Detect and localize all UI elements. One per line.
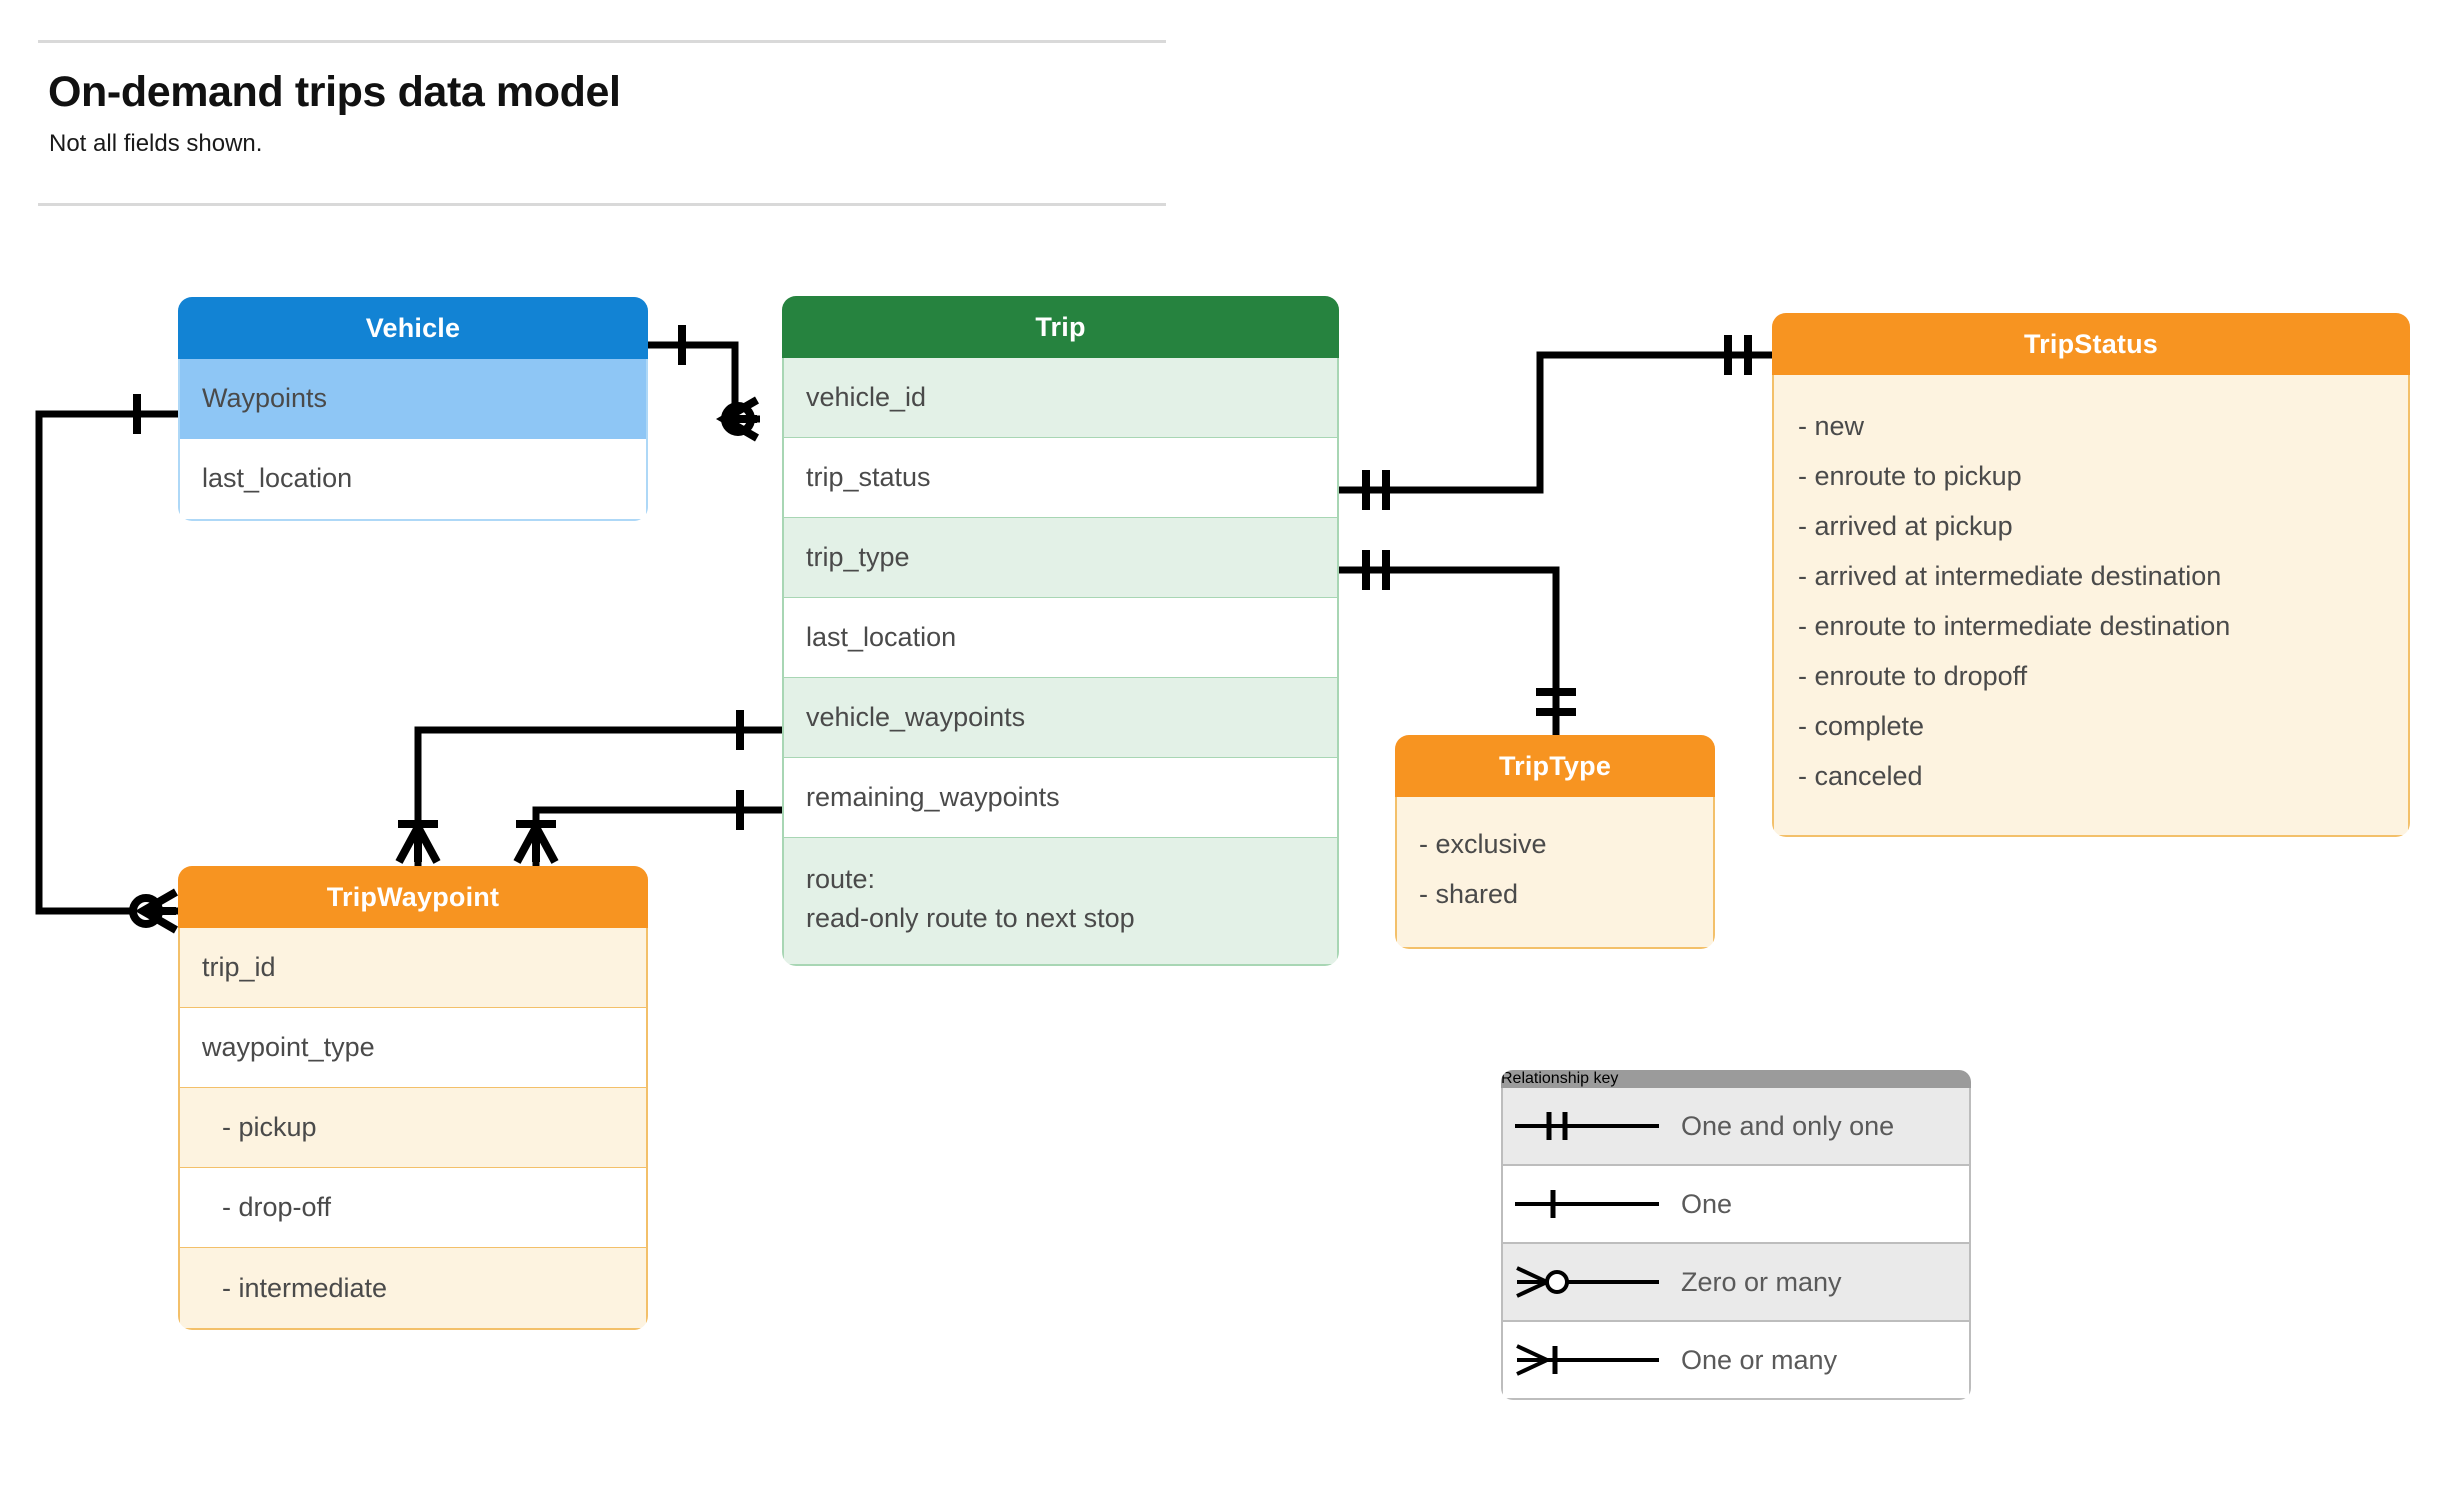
entity-trip-type-title: TripType xyxy=(1395,735,1715,797)
entity-vehicle-title: Vehicle xyxy=(178,297,648,359)
field-tripwaypoint-pickup: - pickup xyxy=(180,1088,646,1168)
entity-trip-type-values: - exclusive - shared xyxy=(1395,797,1715,949)
entity-trip-status-values: - new - enroute to pickup - arrived at p… xyxy=(1772,375,2410,837)
connector-remaining-waypoints-to-tripwaypoint xyxy=(532,806,782,866)
entity-trip-fields: vehicle_id trip_status trip_type last_lo… xyxy=(782,358,1339,967)
trip-status-value: - canceled xyxy=(1798,761,1923,791)
field-tripwaypoint-intermediate: - intermediate xyxy=(180,1248,646,1328)
trip-status-value: - enroute to dropoff xyxy=(1798,661,2028,691)
legend-label: One xyxy=(1681,1188,1733,1219)
legend-label: One and only one xyxy=(1681,1110,1895,1141)
legend-rows: One and only one One xyxy=(1501,1088,1971,1400)
one-or-many-icon xyxy=(1503,1340,1681,1380)
connector-vehicle-to-trip xyxy=(648,341,760,423)
connector-vehicle-waypoints-left-to-tripwaypoint xyxy=(35,410,178,915)
page-title: On-demand trips data model xyxy=(48,68,621,116)
trip-status-value: - arrived at intermediate destination xyxy=(1798,561,2222,591)
field-trip-vehicle-id[interactable]: vehicle_id xyxy=(784,358,1337,438)
legend-row-one: One xyxy=(1503,1166,1969,1244)
header-divider-top xyxy=(38,40,1166,43)
legend-row-one-or-many: One or many xyxy=(1503,1322,1969,1398)
connector-trip-status-to-tripstatus xyxy=(1339,351,1772,494)
trip-status-value: - arrived at pickup xyxy=(1798,511,2013,541)
field-trip-route-line1: route: xyxy=(806,864,876,894)
field-trip-route-line2: read-only route to next stop xyxy=(806,903,1135,934)
connector-trip-type-to-triptype xyxy=(1339,566,1560,735)
entity-trip-status-title: TripStatus xyxy=(1772,313,2410,375)
entity-trip-type[interactable]: TripType - exclusive - shared xyxy=(1395,735,1715,949)
field-trip-route[interactable]: route: read-only route to next stop xyxy=(784,838,1337,965)
trip-type-value: - exclusive xyxy=(1419,829,1547,859)
legend-label: Zero or many xyxy=(1681,1266,1842,1297)
connector-vehicle-waypoints-to-tripwaypoint xyxy=(414,726,782,866)
field-trip-last-location[interactable]: last_location xyxy=(784,598,1337,678)
entity-trip-waypoint[interactable]: TripWaypoint trip_id waypoint_type - pic… xyxy=(178,866,648,1330)
field-trip-trip-type[interactable]: trip_type xyxy=(784,518,1337,598)
field-tripwaypoint-drop-off: - drop-off xyxy=(180,1168,646,1248)
field-trip-vehicle-waypoints[interactable]: vehicle_waypoints xyxy=(784,678,1337,758)
relationship-key-legend: Relationship key One and only one xyxy=(1501,1070,1971,1400)
entity-trip-title: Trip xyxy=(782,296,1339,358)
field-trip-remaining-waypoints[interactable]: remaining_waypoints xyxy=(784,758,1337,838)
trip-type-value: - shared xyxy=(1419,879,1519,909)
header-divider-bottom xyxy=(38,203,1166,206)
field-tripwaypoint-waypoint-type[interactable]: waypoint_type xyxy=(180,1008,646,1088)
page-subtitle: Not all fields shown. xyxy=(49,130,263,157)
entity-trip[interactable]: Trip vehicle_id trip_status trip_type la… xyxy=(782,296,1339,967)
entity-trip-waypoint-title: TripWaypoint xyxy=(178,866,648,928)
zero-or-many-icon xyxy=(1503,1262,1681,1302)
trip-status-value: - enroute to intermediate destination xyxy=(1798,611,2231,641)
entity-trip-waypoint-fields: trip_id waypoint_type - pickup - drop-of… xyxy=(178,928,648,1330)
legend-row-one-and-only-one: One and only one xyxy=(1503,1088,1969,1166)
one-and-only-one-icon xyxy=(1503,1106,1681,1146)
cardinality-many xyxy=(513,818,559,864)
trip-status-value: - new xyxy=(1798,411,1865,441)
legend-title: Relationship key xyxy=(1501,1070,1971,1088)
entity-trip-status[interactable]: TripStatus - new - enroute to pickup - a… xyxy=(1772,313,2410,837)
one-icon xyxy=(1503,1184,1681,1224)
field-vehicle-last-location[interactable]: last_location xyxy=(202,463,353,493)
trip-status-value: - enroute to pickup xyxy=(1798,461,2022,491)
trip-status-value: - complete xyxy=(1798,711,1925,741)
cardinality-many xyxy=(134,888,178,934)
field-trip-trip-status[interactable]: trip_status xyxy=(784,438,1337,518)
cardinality-many xyxy=(395,818,441,864)
entity-vehicle[interactable]: Vehicle Waypoints last_location xyxy=(178,297,648,521)
cardinality-zero xyxy=(129,894,163,928)
field-tripwaypoint-trip-id[interactable]: trip_id xyxy=(180,928,646,1008)
cardinality-zero xyxy=(721,402,755,436)
legend-row-zero-or-many: Zero or many xyxy=(1503,1244,1969,1322)
entity-vehicle-fields: Waypoints last_location xyxy=(178,359,648,521)
field-vehicle-waypoints[interactable]: Waypoints xyxy=(180,359,646,439)
cardinality-many xyxy=(715,396,759,442)
legend-label: One or many xyxy=(1681,1344,1838,1375)
